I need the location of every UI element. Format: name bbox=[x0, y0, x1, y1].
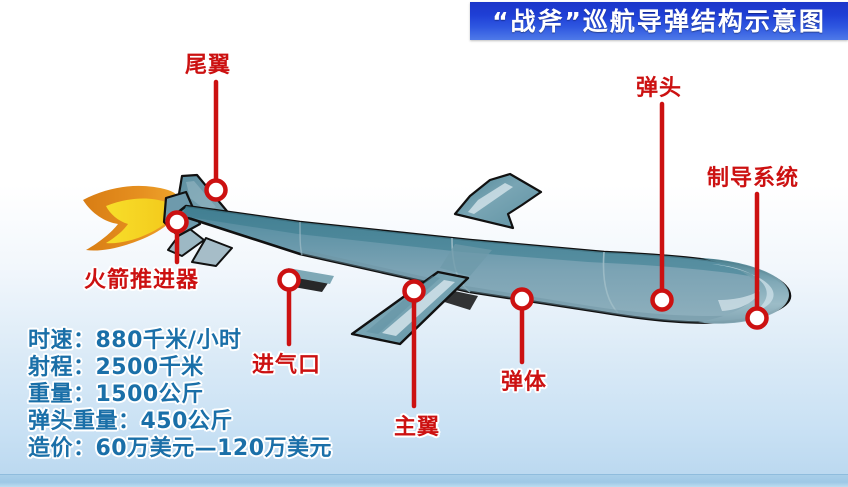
callout-dot-tail-fin bbox=[204, 178, 228, 202]
callout-dot-warhead bbox=[650, 288, 674, 312]
callout-dot-air-intake bbox=[277, 268, 301, 292]
far-wing bbox=[453, 172, 543, 230]
title-banner: “战斧”巡航导弹结构示意图 bbox=[470, 2, 848, 40]
exhaust-flame bbox=[83, 185, 181, 251]
callout-dot-missile-body bbox=[510, 287, 534, 311]
callout-label-guidance-system: 制导系统 bbox=[707, 166, 800, 191]
specifications-block: 时速：880千米/小时射程：2500千米重量：1500公斤弹头重量：450公斤造… bbox=[28, 327, 332, 462]
tail-ventral-fin bbox=[191, 237, 233, 267]
callout-dot-rocket-booster bbox=[165, 210, 189, 234]
spec-line: 弹头重量：450公斤 bbox=[28, 409, 233, 434]
callout-pointer-tail-fin bbox=[204, 79, 228, 202]
callout-label-tail-fin: 尾翼 bbox=[185, 53, 232, 78]
callout-pointer-main-wing bbox=[402, 279, 426, 409]
wing-root-fairing bbox=[440, 244, 492, 276]
spec-line: 射程：2500千米 bbox=[28, 355, 204, 380]
bottom-bar bbox=[0, 474, 848, 487]
callout-dot-main-wing bbox=[402, 279, 426, 303]
callout-label-air-intake: 进气口 bbox=[252, 353, 322, 378]
spec-line: 时速：880千米/小时 bbox=[28, 328, 242, 353]
callout-label-rocket-booster: 火箭推进器 bbox=[84, 268, 200, 293]
page-title: “战斧”巡航导弹结构示意图 bbox=[492, 6, 826, 36]
callout-label-main-wing: 主翼 bbox=[394, 415, 441, 440]
missile-fuselage bbox=[174, 204, 792, 324]
callout-pointer-air-intake bbox=[277, 268, 301, 347]
callout-label-missile-body: 弹体 bbox=[501, 370, 548, 395]
callout-pointer-warhead bbox=[650, 101, 674, 312]
callout-pointer-guidance-system bbox=[745, 191, 769, 330]
spec-line: 造价：60万美元—120万美元 bbox=[28, 436, 333, 461]
nose-cone bbox=[698, 258, 790, 324]
callout-pointer-missile-body bbox=[510, 287, 534, 365]
spec-line: 重量：1500公斤 bbox=[28, 382, 204, 407]
callout-label-warhead: 弹头 bbox=[636, 76, 683, 101]
callout-dot-guidance-system bbox=[745, 306, 769, 330]
callout-pointer-layer bbox=[165, 79, 769, 409]
callout-pointer-rocket-booster bbox=[165, 210, 189, 265]
